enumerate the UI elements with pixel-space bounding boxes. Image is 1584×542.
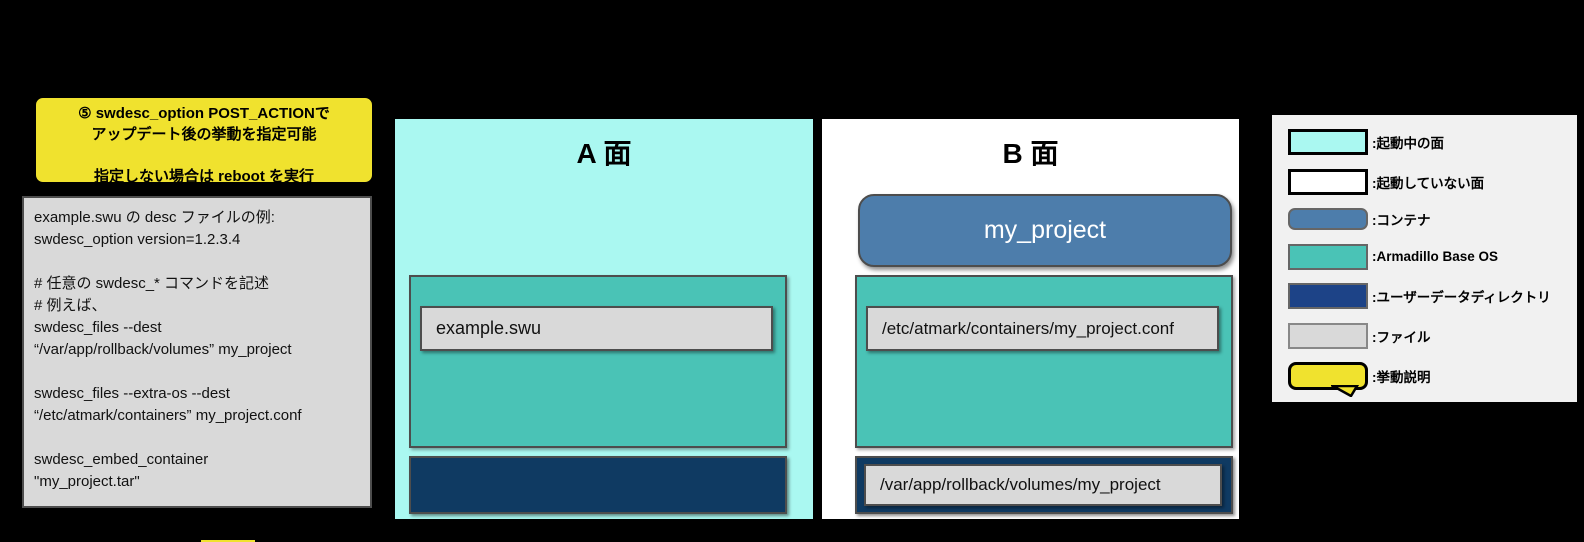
side-b-volume-file: /var/app/rollback/volumes/my_project — [864, 464, 1222, 506]
side-b-container-block: my_project — [858, 194, 1232, 267]
behavior-callout: ⑤ swdesc_option POST_ACTIONで アップデート後の挙動を… — [33, 95, 375, 185]
legend-item-running-side: :起動中の面 — [1288, 129, 1577, 155]
legend-item-base-os: :Armadillo Base OS — [1288, 243, 1577, 270]
idle-side-swatch — [1288, 168, 1368, 195]
legend-label: :挙動説明 — [1372, 370, 1431, 385]
container-swatch — [1288, 208, 1368, 230]
legend-label: :起動中の面 — [1372, 136, 1444, 151]
legend-item-user-data-dir: :ユーザーデータディレクトリ — [1288, 283, 1577, 309]
legend-label: :コンテナ — [1372, 213, 1431, 228]
side-a-swu-file: example.swu — [420, 306, 773, 351]
side-a-panel: A 面 example.swu — [392, 116, 816, 522]
base-os-swatch — [1288, 243, 1368, 270]
legend-label: :Armadillo Base OS — [1372, 249, 1499, 264]
behavior-note-tail-icon — [1331, 385, 1359, 397]
side-b-user-data-block: /var/app/rollback/volumes/my_project — [855, 456, 1233, 514]
legend: :起動中の面 :起動していない面 :コンテナ :Armadillo Base O… — [1272, 115, 1577, 402]
legend-item-container: :コンテナ — [1288, 208, 1577, 230]
legend-label: :起動していない面 — [1372, 175, 1485, 191]
legend-item-idle-side: :起動していない面 — [1288, 168, 1577, 195]
legend-item-file: :ファイル — [1288, 322, 1577, 349]
file-swatch — [1288, 322, 1368, 349]
user-data-swatch — [1288, 283, 1368, 309]
side-a-user-data-block — [409, 456, 787, 514]
side-b-conf-file: /etc/atmark/containers/my_project.conf — [866, 306, 1219, 351]
side-b-title: B 面 — [1002, 138, 1059, 169]
legend-item-behavior-note: :挙動説明 — [1288, 362, 1577, 397]
side-b-panel: B 面 my_project /etc/atmark/containers/my… — [819, 116, 1242, 522]
desc-example-box: example.swu の desc ファイルの例: swdesc_option… — [22, 196, 372, 508]
side-b-base-os-block: /etc/atmark/containers/my_project.conf — [855, 275, 1233, 448]
side-a-base-os-block: example.swu — [409, 275, 787, 448]
legend-label: :ファイル — [1372, 329, 1431, 345]
legend-label: :ユーザーデータディレクトリ — [1372, 290, 1551, 305]
side-a-title: A 面 — [576, 138, 632, 169]
running-side-swatch — [1288, 129, 1368, 155]
behavior-note-swatch — [1288, 362, 1368, 397]
